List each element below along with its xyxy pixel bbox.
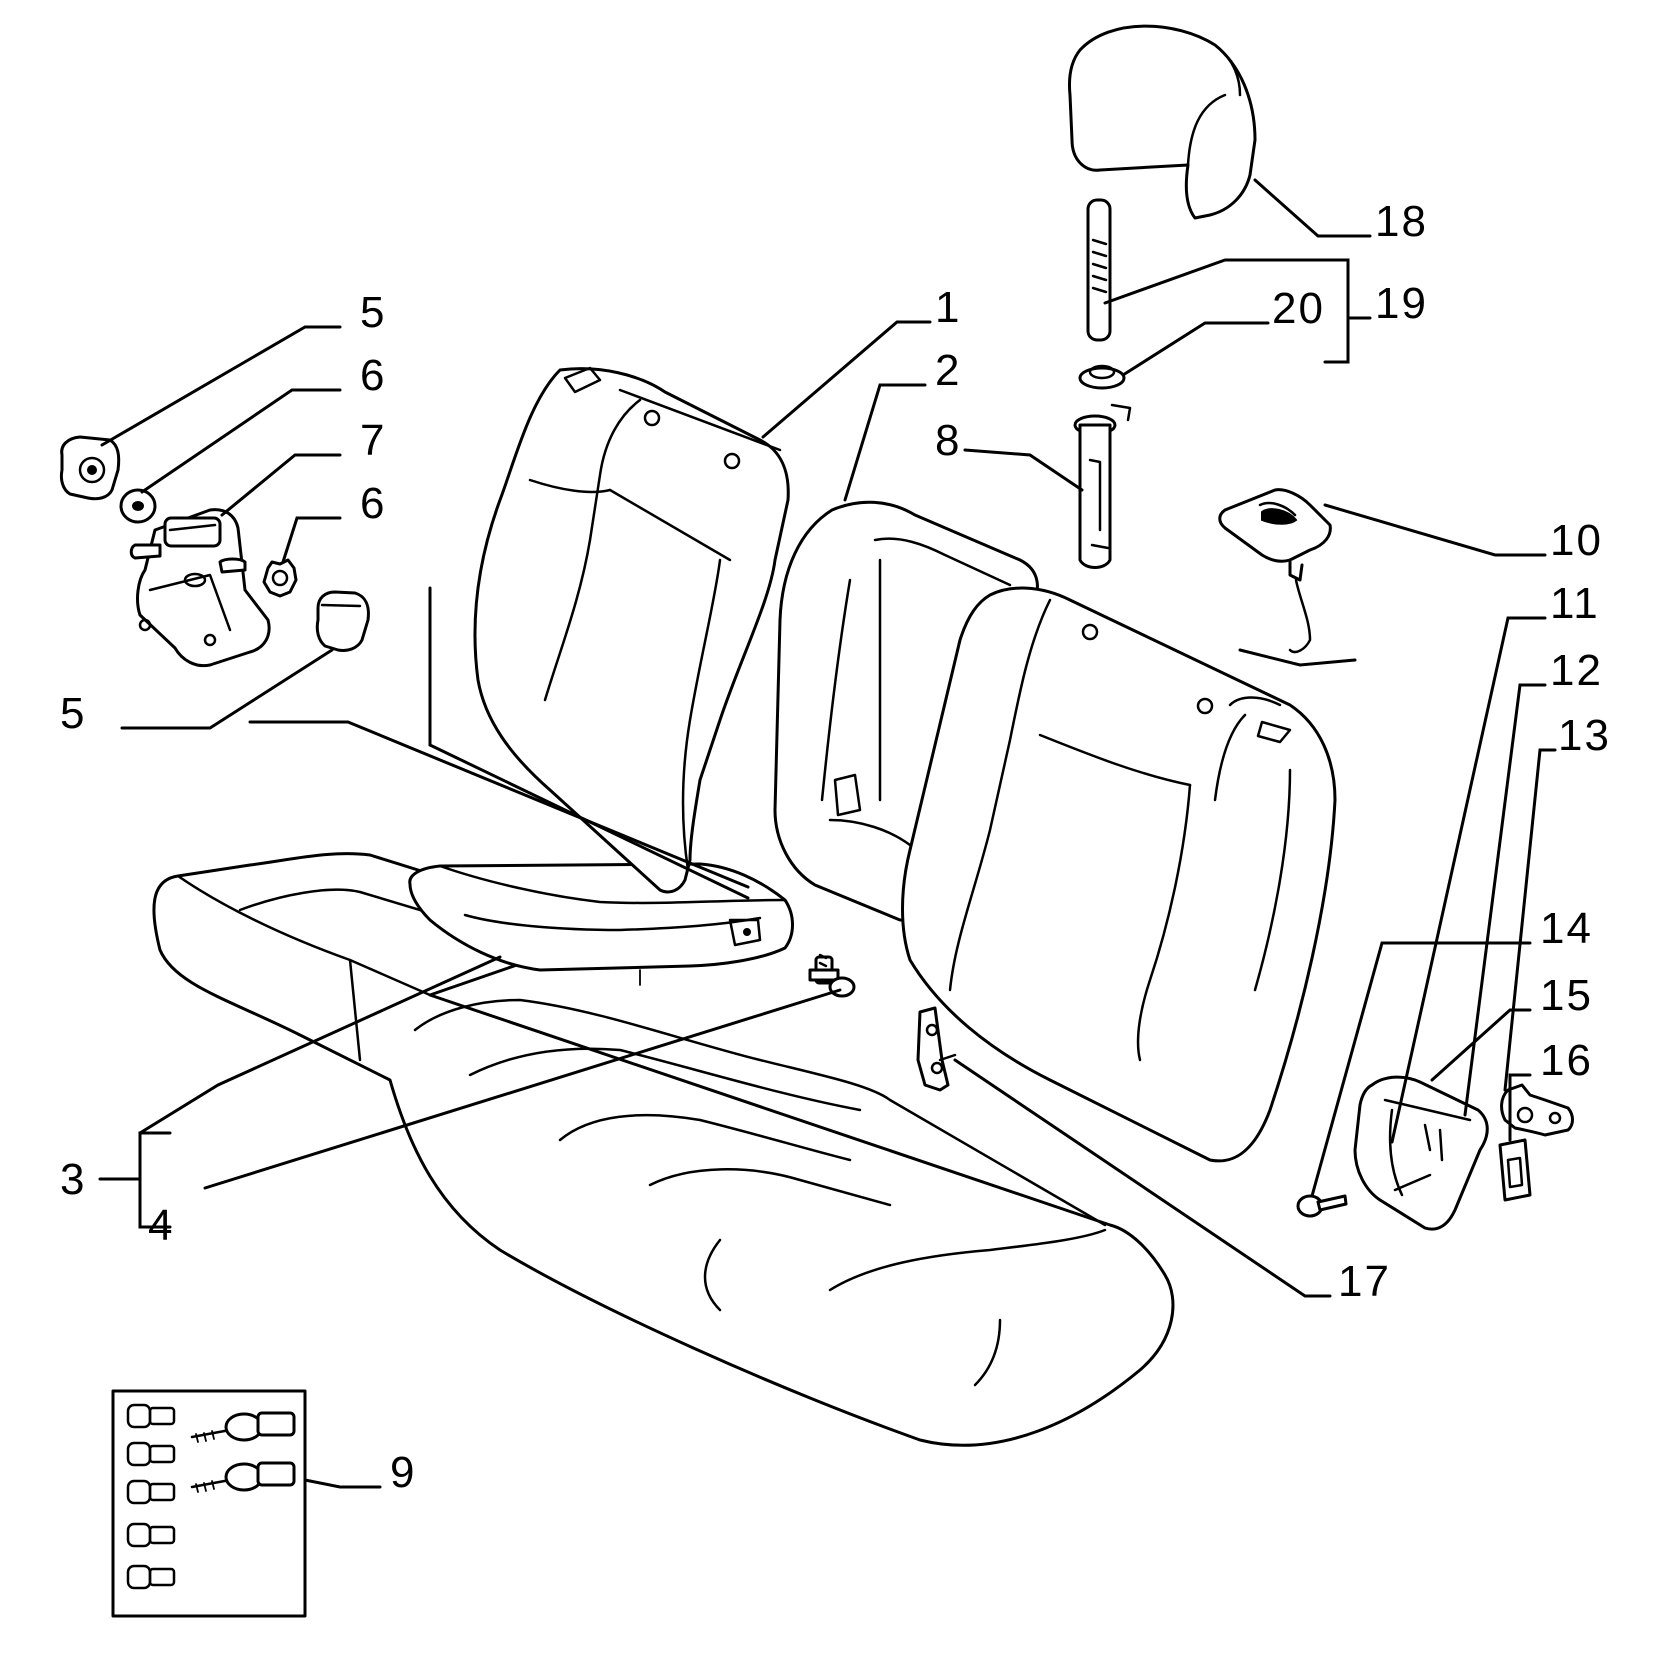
callout-14: 14 [1540,904,1593,953]
callout-10: 10 [1550,516,1603,565]
callout-18: 18 [1375,197,1428,246]
armrest [408,862,794,986]
headrest-sleeve [1073,403,1132,569]
key-icon [190,1411,296,1443]
right-backrest [901,586,1337,1163]
callout-6-second: 6 [360,479,386,528]
callout-19: 19 [1375,279,1428,328]
callout-11: 11 [1550,579,1600,628]
screw-small [1296,1194,1348,1218]
callout-5-bottom: 5 [60,689,86,738]
callout-12: 12 [1550,646,1603,695]
headrest-guide-rod [1086,198,1112,342]
callout-2: 2 [935,346,961,395]
callout-7: 7 [360,416,386,465]
callout-16: 16 [1540,1036,1593,1085]
callout-15: 15 [1540,971,1593,1020]
hinge-bushing-washer [119,488,157,524]
callout-8: 8 [935,416,961,465]
callout-9: 9 [390,1448,416,1497]
lock-key-set [111,1389,307,1618]
key-icon [190,1461,296,1493]
seat-lock [1218,488,1332,654]
hinge-bushing-gear [262,558,298,598]
callout-1: 1 [935,283,961,332]
callout-3: 3 [60,1155,86,1204]
end-cover-cap [315,590,370,652]
callout-20: 20 [1272,284,1325,333]
callout-6-top: 6 [360,351,386,400]
headrest [1068,24,1257,220]
armrest-bolt [808,953,856,998]
callout-4: 4 [148,1201,174,1250]
callout-13: 13 [1558,711,1611,760]
clip [1500,1083,1574,1137]
seat-belt-bracket [916,1006,957,1092]
callout-5-top: 5 [360,288,386,337]
callout-17: 17 [1338,1257,1391,1306]
bracket-cover-cap [59,435,121,501]
leader-lines [98,178,1557,1489]
bushing [1078,364,1126,390]
left-backrest [473,366,790,894]
lock-insert [1498,1138,1532,1202]
callout-labels: 1 2 3 4 5 6 7 6 5 8 9 10 11 12 13 14 15 … [60,197,1611,1497]
hinge-bracket [129,508,271,668]
lock-housing [1353,1075,1489,1231]
